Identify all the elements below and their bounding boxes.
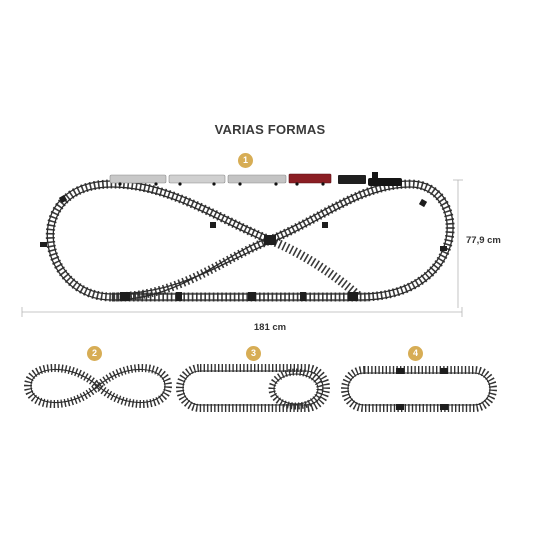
layout-2-badge: 2 <box>87 346 102 361</box>
train-coach-3 <box>227 174 287 184</box>
layout-1-rail-outer <box>52 186 448 295</box>
layout-1-badge: 1 <box>238 153 253 168</box>
layout-3-track <box>176 364 330 412</box>
train-tender <box>338 175 366 184</box>
train-coach-1 <box>109 174 167 184</box>
height-dimension-label: 77,9 cm <box>466 235 501 246</box>
dimension-lines <box>21 179 463 317</box>
train-wagon <box>288 173 332 184</box>
layout-1-track <box>40 179 455 302</box>
layout-1-ties <box>45 179 455 302</box>
train-locomotive <box>368 178 402 186</box>
width-dimension-label: 181 cm <box>253 322 287 333</box>
layout-4-badge: 4 <box>408 346 423 361</box>
layout-1-rail-inner <box>46 180 454 301</box>
layout-3-badge: 3 <box>246 346 261 361</box>
page-title: VARIAS FORMAS <box>214 122 326 137</box>
train <box>109 172 402 186</box>
layout-2-track <box>23 364 173 408</box>
train-coach-2 <box>168 174 226 184</box>
layout-4-track <box>341 366 497 412</box>
